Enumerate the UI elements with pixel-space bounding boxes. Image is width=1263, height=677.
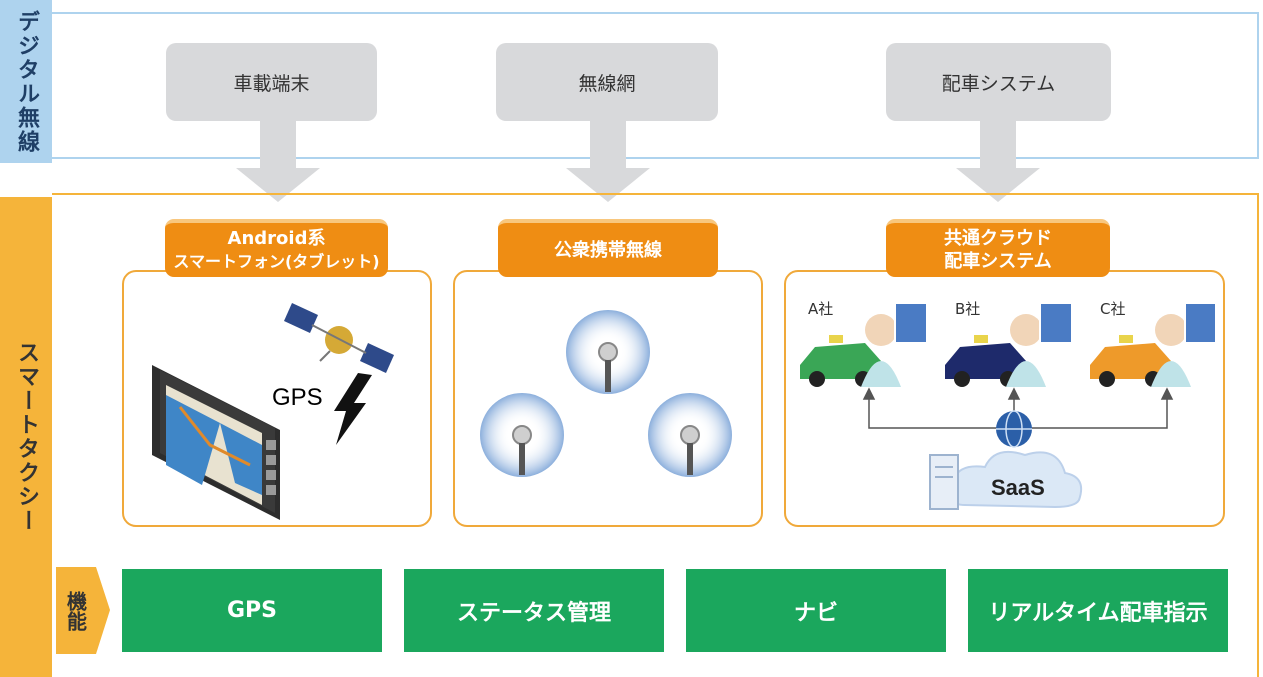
tablet-gps-illustration: GPS: [152, 303, 394, 520]
smartphone-tag: Android系 スマートフォン(タブレット): [165, 219, 388, 277]
monitor-icon: [894, 302, 928, 344]
cloud-dispatch-tag: 共通クラウド 配車システム: [886, 219, 1110, 277]
server-icon: [929, 454, 959, 510]
digital-radio-band-side: [0, 0, 52, 163]
feature-status-management: ステータス管理: [404, 569, 664, 652]
company-a-label: A社: [808, 300, 834, 318]
mobile-network-tag-label: 公衆携帯無線: [554, 239, 662, 261]
onboard-terminal-box: 車載端末: [166, 43, 377, 121]
smart-taxi-frame: [52, 193, 1259, 677]
saas-label: SaaS: [991, 475, 1045, 500]
company-b-label: B社: [955, 300, 981, 318]
smartphone-tag-line2: スマートフォン(タブレット): [173, 252, 380, 271]
cloud-dispatch-tag-line2: 配車システム: [944, 251, 1052, 272]
monitor-icon: [1039, 302, 1073, 344]
globe-icon: [996, 410, 1032, 448]
smart-taxi-band-side: [0, 197, 52, 677]
company-c-label: C社: [1100, 300, 1126, 318]
antenna-icon: [480, 393, 564, 477]
mobile-network-tag: 公衆携帯無線: [498, 219, 718, 277]
antenna-icon: [566, 310, 650, 394]
satellite-icon: [284, 303, 394, 373]
dispatch-system-box: 配車システム: [886, 43, 1111, 121]
down-arrow-icon: [236, 118, 320, 202]
monitor-icon: [1184, 302, 1215, 344]
function-label-arrow: [56, 567, 110, 654]
feature-navi: ナビ: [686, 569, 946, 652]
operator-icon: [1006, 314, 1046, 387]
operator-icon: [861, 314, 901, 387]
smart-taxi-label: スマートタクシー: [14, 341, 39, 533]
feature-gps: GPS: [122, 569, 382, 652]
operator-icon: [1151, 314, 1191, 387]
digital-radio-frame: [52, 12, 1259, 159]
down-arrow-icon: [956, 118, 1040, 202]
gps-label: GPS: [272, 384, 323, 411]
cloud-dispatch-tag-line1: 共通クラウド: [944, 228, 1052, 249]
lightning-icon: [334, 373, 372, 445]
digital-radio-label: デジタル無線: [14, 9, 39, 154]
cloud-dispatch-illustration: SaaS: [800, 302, 1215, 510]
down-arrow-icon: [566, 118, 650, 202]
tablet-icon: [152, 365, 280, 520]
smartphone-tag-line1: Android系: [227, 228, 326, 249]
radio-network-box: 無線網: [496, 43, 718, 121]
feature-realtime-dispatch: リアルタイム配車指示: [968, 569, 1228, 652]
function-label: 機能: [63, 590, 88, 631]
antenna-icon: [648, 393, 732, 477]
antenna-illustration: [480, 310, 732, 477]
